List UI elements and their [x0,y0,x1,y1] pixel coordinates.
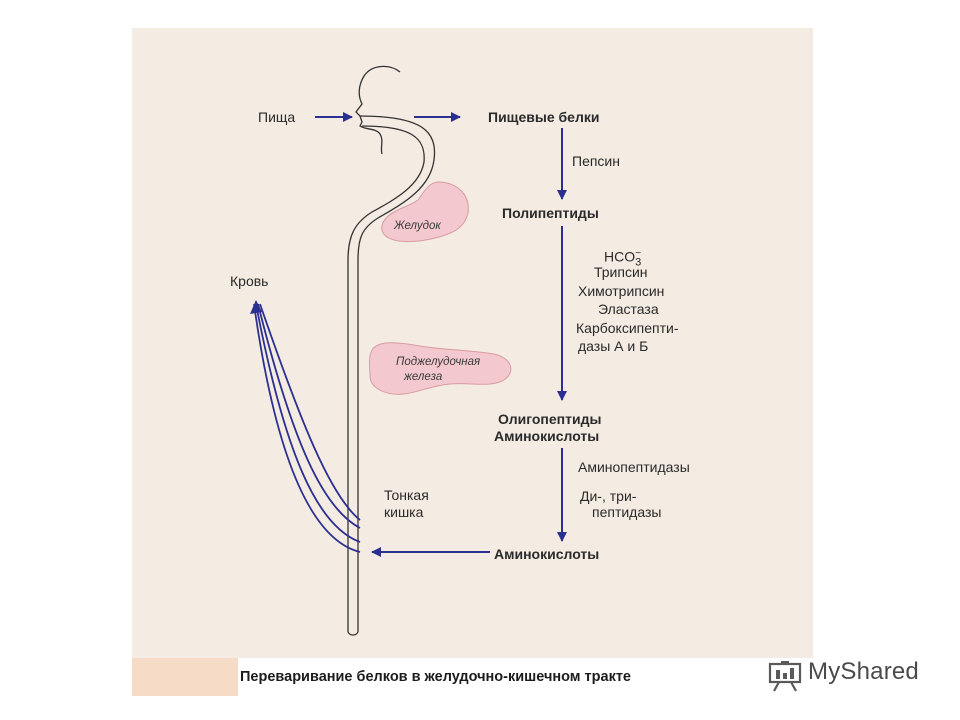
myshared-logo: MyShared [808,658,919,685]
hco3-label: HCO3− [604,246,647,270]
blood-vessel-1 [253,303,361,553]
hco3-text: HCO [604,248,636,265]
pancreas-label-1: Поджелудочная [396,356,481,368]
diagram-caption: Переваривание белков в желудочно-кишечно… [240,669,631,685]
hco3-subscript: 3 [635,256,642,269]
blood-arrowhead [250,300,262,314]
blood-vessel-4 [259,303,361,521]
di-tri-label-2: пептидазы [592,504,662,520]
carboxypeptidases-label-1: Карбоксипепти- [576,320,679,336]
gi-tube-outer [357,115,436,632]
hco3-superscript: − [635,248,642,259]
aminopeptidases-label: Аминопептидазы [578,459,690,475]
pancreas-shape [369,342,512,395]
pepsin-label: Пепсин [572,153,620,169]
food-label: Пища [258,109,296,125]
stomach-label: Желудок [394,220,441,232]
presentation-icon [768,661,802,692]
carboxypeptidases-label-2: дазы А и Б [578,338,649,354]
di-tri-label-1: Ди-, три- [580,488,637,504]
oligopeptides-label: Олигопептиды [498,411,602,427]
pancreas-label-2: железа [404,371,443,383]
trypsin-label: Трипсин [594,264,648,280]
caption-box [238,658,813,696]
gi-tube-inner [347,125,425,632]
polypeptides-label: Полипептиды [502,205,599,221]
amino-acids-final-label: Аминокислоты [494,546,600,562]
small-intestine-label-2: кишка [384,504,424,520]
stomach-shape [381,181,469,243]
blood-label: Кровь [230,273,269,289]
chymotrypsin-label: Химотрипсин [578,283,665,299]
dietary-proteins-label: Пищевые белки [488,109,600,125]
gi-tube-end [347,631,359,636]
elastase-label: Эластаза [598,301,659,317]
blood-vessel-3 [257,303,361,529]
small-intestine-label-1: Тонкая [384,487,429,503]
head-profile [355,65,401,155]
blood-vessel-2 [255,303,361,543]
oligo-amino-acids-label: Аминокислоты [494,428,600,444]
